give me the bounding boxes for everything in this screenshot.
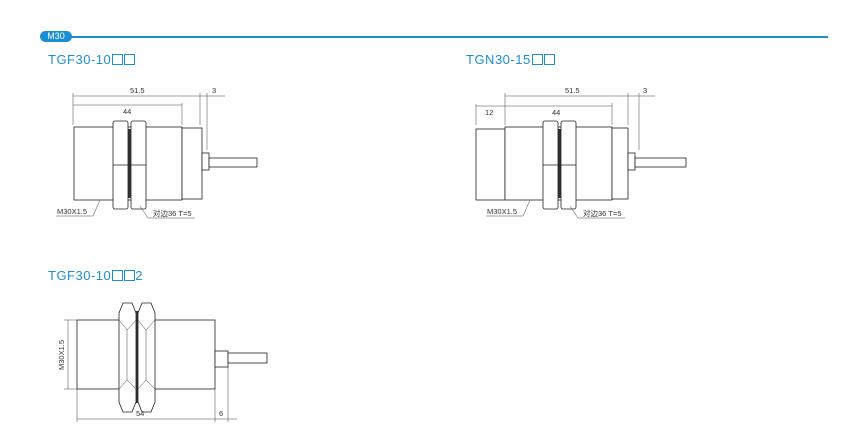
- dim-body: 44: [552, 108, 560, 117]
- nut: [137, 302, 156, 413]
- thread-label: M30X1.5: [57, 340, 66, 370]
- drawing-tgf30-10-2: M30X1.5 54 6: [57, 302, 268, 422]
- placeholder-box: [531, 54, 543, 65]
- thread-label: M30X1.5: [487, 207, 517, 216]
- dim-tail: 6: [219, 409, 223, 418]
- model-name: TGF30-10: [48, 52, 112, 67]
- cable: [208, 157, 258, 168]
- model-name: TGN30-15: [466, 52, 531, 67]
- dim-front: 12: [485, 108, 493, 117]
- drawing-tgf30-10: 51.5 44 3 M30X1.5 对边36 T=5: [56, 86, 258, 219]
- placeholder-box: [112, 270, 124, 281]
- section-tag: M30: [40, 31, 72, 42]
- drawing-tgn30-15: 51.5 44 12 3 M30X1.5 对边36 T=5: [475, 86, 687, 219]
- placeholder-box: [124, 54, 136, 65]
- section-rule: [70, 36, 828, 38]
- model-name: TGF30-10: [48, 268, 112, 283]
- model-title-3: TGF30-10 2: [48, 268, 143, 283]
- dim-overall: 51.5: [130, 86, 145, 95]
- nut: [118, 302, 137, 413]
- dim-tail: 3: [212, 86, 216, 95]
- model-title-1: TGF30-10: [48, 52, 136, 67]
- dim-tail: 3: [643, 86, 647, 95]
- end-cap: [611, 127, 629, 200]
- placeholder-box: [112, 54, 124, 65]
- cable: [227, 352, 268, 364]
- end-cap: [181, 127, 203, 200]
- dim-overall: 51.5: [565, 86, 580, 95]
- placeholder-box: [543, 54, 555, 65]
- nut-label: 对边36 T=5: [153, 208, 192, 218]
- thread-label: M30X1.5: [57, 207, 87, 216]
- placeholder-box: [124, 270, 136, 281]
- model-title-2: TGN30-15: [466, 52, 555, 67]
- dim-overall: 54: [136, 409, 144, 418]
- sensing-face: [475, 128, 506, 201]
- nut-label: 对边36 T=5: [583, 208, 622, 218]
- cable: [634, 157, 687, 168]
- model-suffix: 2: [135, 268, 143, 283]
- dim-body: 44: [123, 107, 131, 116]
